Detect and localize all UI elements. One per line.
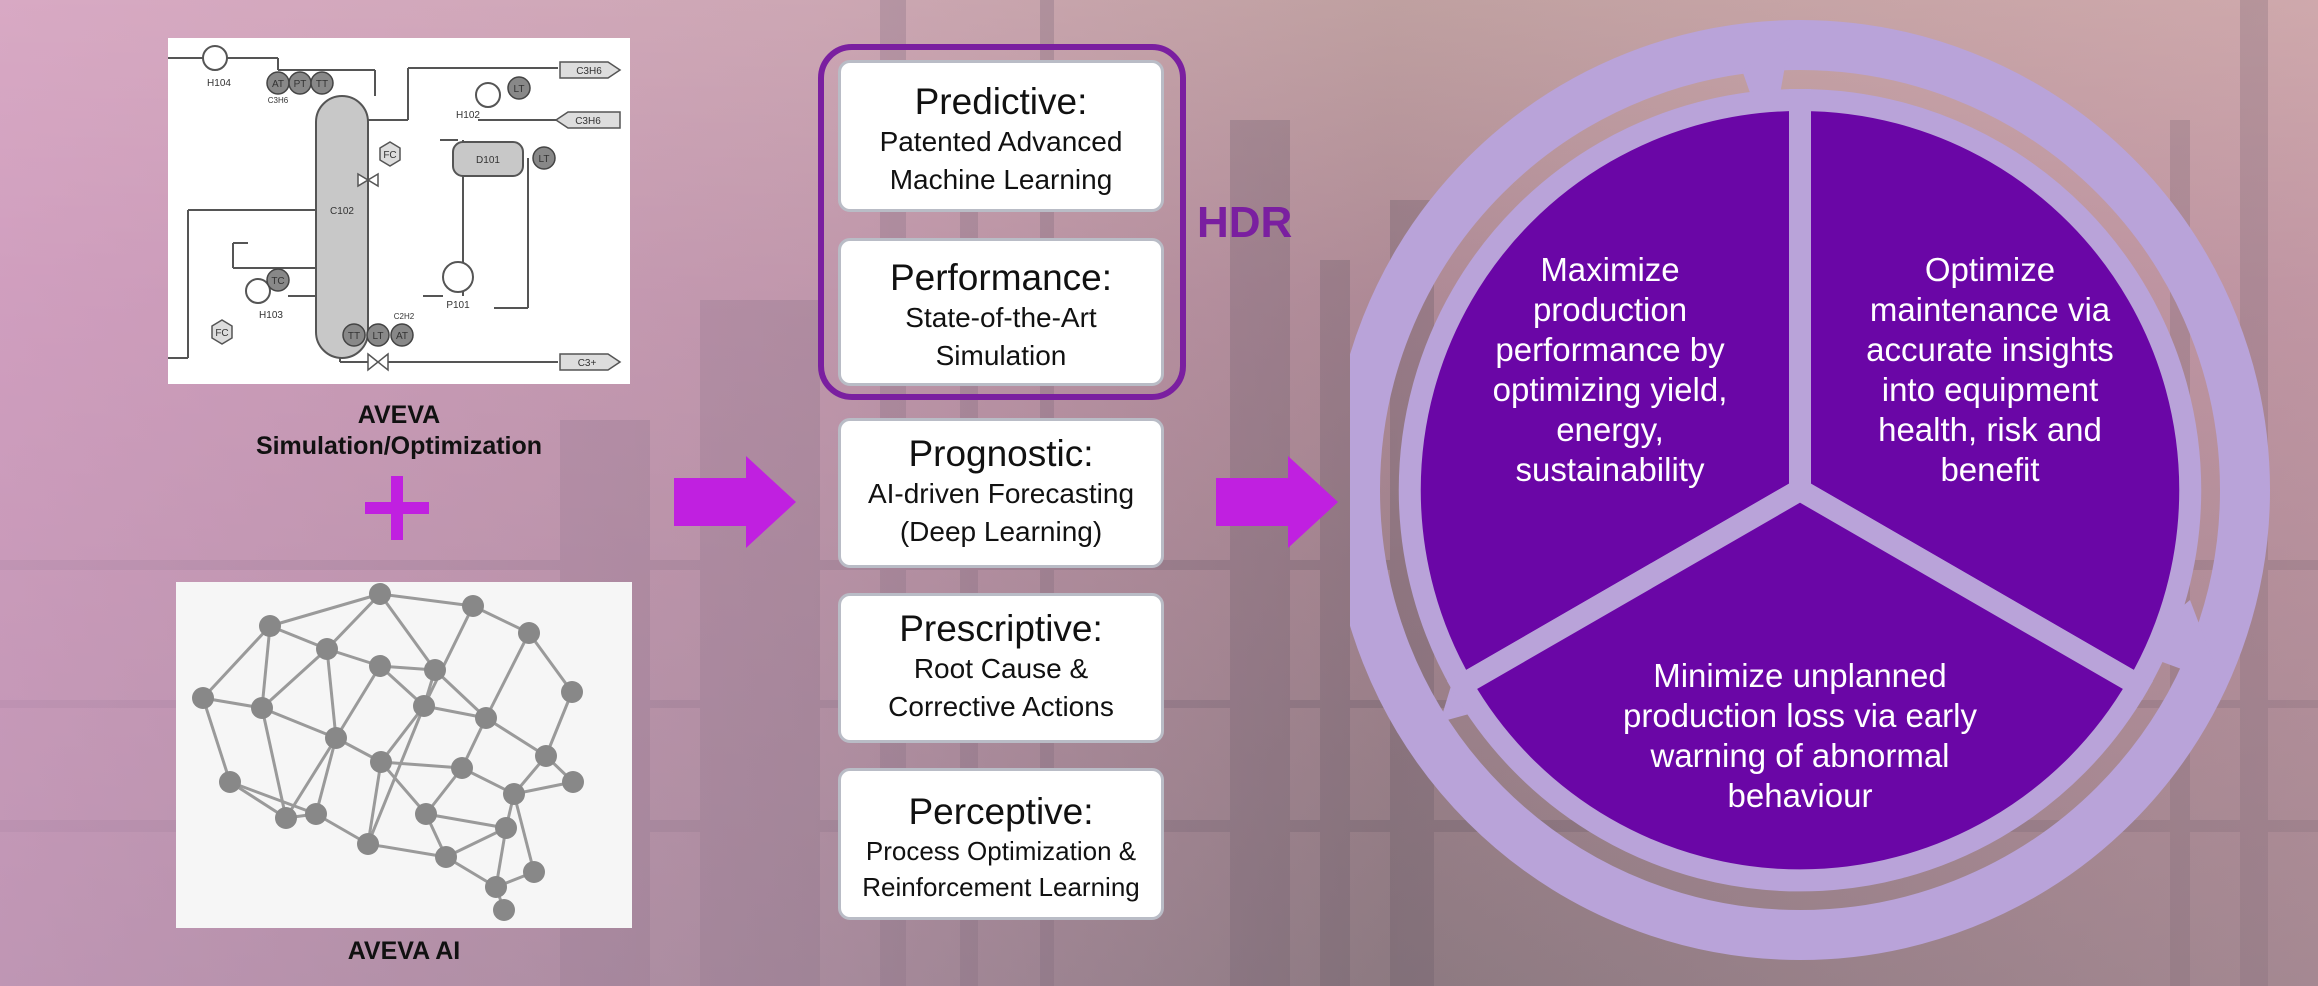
segment-line: behaviour	[1727, 777, 1873, 814]
pid-label-h104: H104	[207, 78, 231, 89]
pid-label-c3plus: C3+	[578, 358, 597, 369]
segment-line: accurate insights	[1866, 331, 2114, 368]
pid-label-fc-low: FC	[215, 328, 228, 339]
arrow-right-icon	[674, 456, 796, 548]
level-title: Perceptive:	[908, 791, 1094, 832]
level-title: Prescriptive:	[899, 608, 1103, 649]
plus-icon	[365, 476, 429, 540]
pid-label-c3h6: C3H6	[268, 96, 289, 105]
level-title: Performance:	[889, 257, 1113, 298]
simulation-caption-line1: AVEVA	[357, 401, 441, 429]
pid-label-at-b: AT	[396, 331, 408, 342]
pid-label-h102: H102	[456, 110, 480, 121]
pid-label-lt-b: LT	[373, 331, 384, 342]
level-line1: Root Cause &	[913, 653, 1089, 684]
level-card-perceptive: Perceptive: Process Optimization & Reinf…	[838, 768, 1164, 920]
pid-label-c3h6-in: C3H6	[575, 116, 601, 127]
pid-label-p101: P101	[446, 300, 470, 311]
pid-label-tt-b: TT	[348, 331, 360, 342]
segment-line: production loss via early	[1622, 697, 1977, 734]
pid-label-tt: TT	[316, 79, 328, 90]
cycle-segment-loss	[1446, 477, 2154, 892]
pid-label-fc-top: FC	[383, 150, 396, 161]
segment-line: optimizing yield,	[1492, 371, 1728, 408]
ai-caption: AVEVA AI	[347, 937, 461, 965]
pid-label-h103: H103	[259, 310, 283, 321]
segment-line: Optimize	[1924, 251, 2056, 288]
neural-network-diagram	[192, 583, 584, 921]
process-flow-diagram: H104 C3H6 AT PT TT C3H6 C3H6 H102 LT FC …	[168, 45, 622, 372]
pid-label-c102: C102	[330, 206, 354, 217]
simulation-diagram-panel: H104 C3H6 AT PT TT C3H6 C3H6 H102 LT FC …	[168, 38, 630, 384]
level-card-prescriptive: Prescriptive: Root Cause & Corrective Ac…	[838, 593, 1164, 743]
segment-line: energy,	[1556, 411, 1664, 448]
pid-label-pt: PT	[294, 79, 307, 90]
level-line2: Machine Learning	[889, 164, 1113, 195]
level-card-performance: Performance: State-of-the-Art Simulation	[838, 238, 1164, 386]
level-title: Prognostic:	[908, 433, 1094, 474]
level-line1: Patented Advanced	[879, 126, 1123, 157]
segment-line: Minimize unplanned	[1653, 657, 1947, 694]
segment-line: health, risk and	[1878, 411, 2102, 448]
pid-label-tc: TC	[271, 276, 284, 287]
pid-label-c3h6-out: C3H6	[576, 66, 602, 77]
simulation-caption-line2: Simulation/Optimization	[255, 432, 543, 460]
level-card-predictive: Predictive: Patented Advanced Machine Le…	[838, 60, 1164, 212]
pid-label-at: AT	[272, 79, 284, 90]
segment-line: sustainability	[1515, 451, 1705, 488]
segment-line: production	[1532, 291, 1688, 328]
benefit-cycle-diagram	[1350, 20, 2270, 960]
level-line2: Simulation	[935, 340, 1067, 371]
ai-network-panel	[176, 582, 632, 928]
simulation-caption: AVEVA Simulation/Optimization	[168, 400, 630, 462]
level-line1: State-of-the-Art	[905, 302, 1097, 333]
segment-line: benefit	[1940, 451, 2040, 488]
cycle-segment-loss-text: Minimize unplanned production loss via e…	[1600, 656, 2000, 816]
level-line1: AI-driven Forecasting	[867, 478, 1135, 509]
cycle-arrowhead-icon	[2130, 600, 2222, 684]
cycle-ring	[1350, 20, 2270, 960]
arrow-right-icon	[1216, 456, 1338, 548]
segment-line: Maximize	[1540, 251, 1680, 288]
segment-line: warning of abnormal	[1650, 737, 1950, 774]
segment-line: maintenance via	[1869, 291, 2111, 328]
pid-label-lt-top: LT	[514, 84, 525, 95]
pid-label-c2h2: C2H2	[394, 312, 415, 321]
level-line2: Reinforcement Learning	[862, 872, 1140, 902]
pid-label-d101: D101	[476, 155, 500, 166]
segment-line: performance by	[1495, 331, 1725, 368]
hdr-group-outline	[818, 44, 1186, 400]
level-title: Predictive:	[914, 81, 1088, 122]
level-line1: Process Optimization &	[865, 836, 1137, 866]
cycle-segment-production-text: Maximize production performance by optim…	[1460, 250, 1760, 490]
cycle-segment-maintenance-text: Optimize maintenance via accurate insigh…	[1840, 250, 2140, 490]
level-line2: (Deep Learning)	[899, 516, 1103, 547]
level-card-prognostic: Prognostic: AI-driven Forecasting (Deep …	[838, 418, 1164, 568]
pid-label-lt-mid: LT	[539, 154, 550, 165]
level-line2: Corrective Actions	[888, 691, 1114, 722]
hdr-label: HDR	[1197, 198, 1293, 247]
segment-line: into equipment	[1881, 371, 2099, 408]
